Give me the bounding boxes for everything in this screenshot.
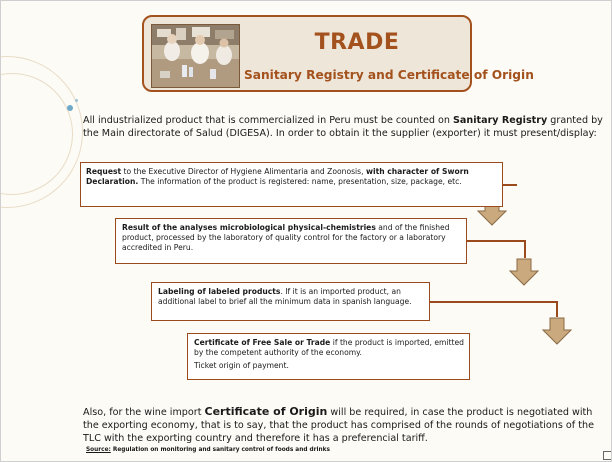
step-4-heading: Certificate of Free Sale or Trade — [194, 338, 331, 347]
step-2-heading: Result of the analyses microbiological p… — [122, 223, 376, 232]
intro-bold-sanitary-registry: Sanitary Registry — [453, 115, 548, 126]
step-3-heading: Labeling of labeled products — [158, 287, 281, 296]
step-1-heading: Request — [86, 167, 122, 176]
outro-bold-certificate-of-origin: Certificate of Origin — [204, 405, 328, 418]
lab-photo-image — [151, 24, 240, 88]
bullet-dot — [67, 105, 73, 111]
step-1-text-2: The information of the product is regist… — [138, 177, 462, 186]
speaker-notes-icon[interactable] — [603, 451, 611, 460]
intro-paragraph: All industrialized product that is comme… — [83, 114, 603, 140]
step-arrow-icon — [542, 317, 572, 345]
intro-text-2: granted by the Main directorate of Salud… — [83, 115, 603, 139]
step-1-bold-note: with character of Sworn Declaration. — [86, 167, 469, 186]
lab-photo-graphic — [152, 25, 239, 87]
step-box-analysis-result: Result of the analyses microbiological p… — [115, 218, 467, 264]
source-note: Source: Regulation on monitoring and san… — [86, 447, 330, 453]
step-box-certificate: Certificate of Free Sale or Trade if the… — [187, 333, 470, 380]
step-4-ticket-note: Ticket origin of payment. — [194, 361, 289, 370]
connector-line — [467, 240, 525, 242]
connector-line — [556, 301, 558, 317]
step-box-labeling: Labeling of labeled products. If it is a… — [151, 282, 430, 321]
source-text: Regulation on monitoring and sanitary co… — [110, 447, 330, 453]
step-box-request: Request to the Executive Director of Hyg… — [80, 162, 503, 207]
connector-line — [503, 184, 517, 186]
step-arrow-icon — [509, 258, 539, 286]
outro-text-2: will be required, in case the product is… — [83, 407, 594, 444]
intro-text: All industrialized product that is comme… — [83, 115, 454, 126]
slide-title: TRADE — [314, 30, 400, 55]
connector-line — [524, 240, 526, 258]
outro-text: Also, for the wine import — [83, 407, 205, 418]
connector-line — [430, 301, 557, 303]
step-3-text: . If it is an imported product, an addit… — [158, 287, 412, 306]
step-4-text: if the product is imported, emitted by t… — [194, 338, 464, 357]
outro-paragraph: Also, for the wine import Certificate of… — [83, 405, 603, 445]
step-1-text: to the Executive Director of Hygiene Ali… — [121, 167, 366, 176]
title-box: TRADE Sanitary Registry and Certificate … — [142, 15, 534, 92]
source-label: Source: — [86, 447, 111, 453]
step-2-text: and of the finished product, processed b… — [122, 223, 450, 252]
bullet-dot-small — [75, 99, 78, 102]
slide-subtitle: Sanitary Registry and Certificate of Ori… — [244, 68, 534, 82]
